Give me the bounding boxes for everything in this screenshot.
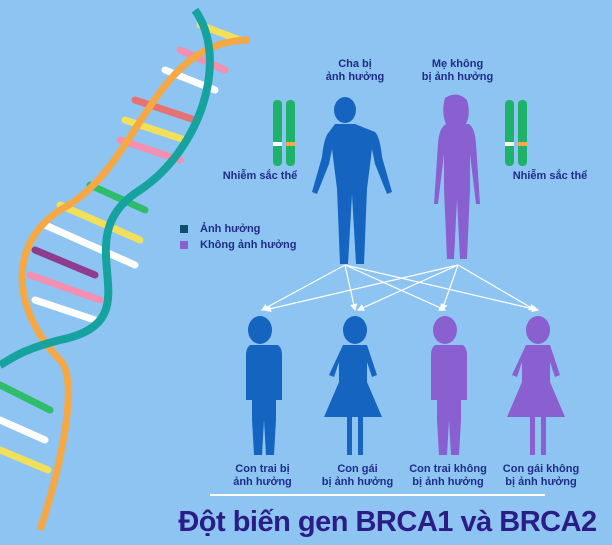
father-label: Cha bị ảnh hưởng	[325, 58, 385, 83]
inheritance-arrows	[260, 264, 540, 313]
chromosome-label-right: Nhiễm sắc thể	[512, 170, 588, 182]
affected-swatch	[180, 225, 188, 233]
page-title: Đột biến gen BRCA1 và BRCA2	[178, 506, 597, 538]
legend: Ảnh hưởng Không ảnh hưởng	[180, 221, 296, 253]
chromosome-pair-left	[273, 100, 295, 166]
child-daughter-affected	[324, 316, 382, 455]
child-label-son-affected: Con trai bị ảnh hưởng	[233, 463, 292, 488]
child-son-affected	[242, 316, 282, 455]
legend-item-affected: Ảnh hưởng	[180, 221, 296, 237]
father-figure	[312, 97, 392, 264]
legend-item-unaffected: Không ảnh hưởng	[180, 237, 296, 253]
child-label-daughter-unaffected: Con gái không bị ảnh hưởng	[502, 463, 580, 488]
mother-figure	[434, 94, 480, 259]
legend-affected-label: Ảnh hưởng	[200, 223, 261, 235]
child-daughter-unaffected	[507, 316, 565, 455]
divider	[210, 494, 545, 496]
child-label-daughter-affected: Con gái bị ảnh hưởng	[321, 463, 394, 488]
legend-unaffected-label: Không ảnh hưởng	[200, 239, 297, 251]
child-label-son-unaffected: Con trai không bị ảnh hưởng	[409, 463, 487, 488]
mother-label: Mẹ không bị ảnh hưởng	[421, 58, 494, 83]
child-son-unaffected	[427, 316, 467, 455]
chromosome-label-left: Nhiễm sắc thể	[222, 170, 298, 182]
chromosome-pair-right	[505, 100, 527, 166]
dna-helix-illustration	[0, 7, 251, 532]
unaffected-swatch	[180, 241, 188, 249]
